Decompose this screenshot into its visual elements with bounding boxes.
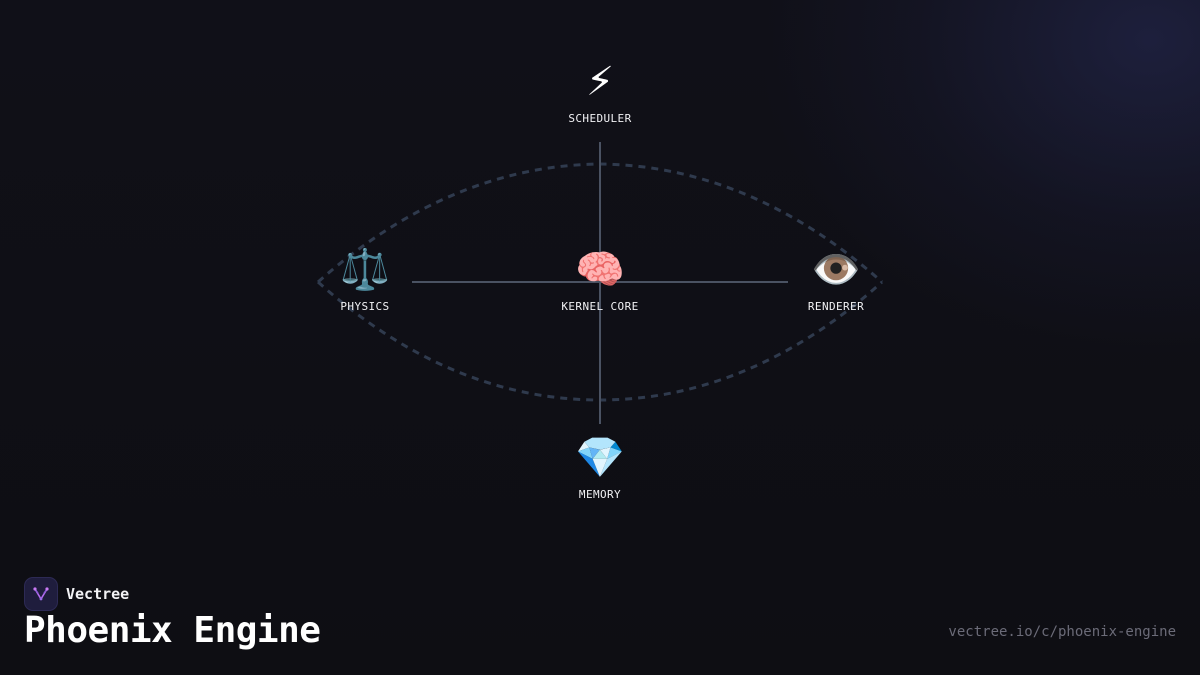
vectree-logo-icon: [24, 577, 58, 611]
brain-icon: 🧠: [575, 247, 625, 293]
gem-icon: 💎: [575, 435, 625, 481]
brand: Vectree: [24, 577, 129, 611]
brand-name: Vectree: [66, 585, 130, 603]
eye-icon: 👁️: [811, 247, 861, 293]
node-label-kernel-core: KERNEL CORE: [561, 300, 639, 313]
node-label-scheduler: SCHEDULER: [568, 112, 632, 125]
node-physics[interactable]: ⚖️ PHYSICS: [305, 246, 425, 313]
node-scheduler[interactable]: ⚡ SCHEDULER: [540, 58, 660, 125]
node-label-memory: MEMORY: [578, 488, 622, 501]
node-kernel-core[interactable]: 🧠 KERNEL CORE: [540, 246, 660, 313]
balance-scale-icon: ⚖️: [340, 247, 390, 293]
node-renderer[interactable]: 👁️ RENDERER: [776, 246, 896, 313]
page-title: Phoenix Engine: [24, 610, 321, 651]
node-label-physics: PHYSICS: [340, 300, 390, 313]
vectree-logo-mark: [33, 587, 49, 601]
project-url[interactable]: vectree.io/c/phoenix-engine: [948, 624, 1176, 640]
lightning-bolt-icon: ⚡: [585, 59, 615, 105]
node-label-renderer: RENDERER: [807, 300, 865, 313]
node-memory[interactable]: 💎 MEMORY: [540, 434, 660, 501]
